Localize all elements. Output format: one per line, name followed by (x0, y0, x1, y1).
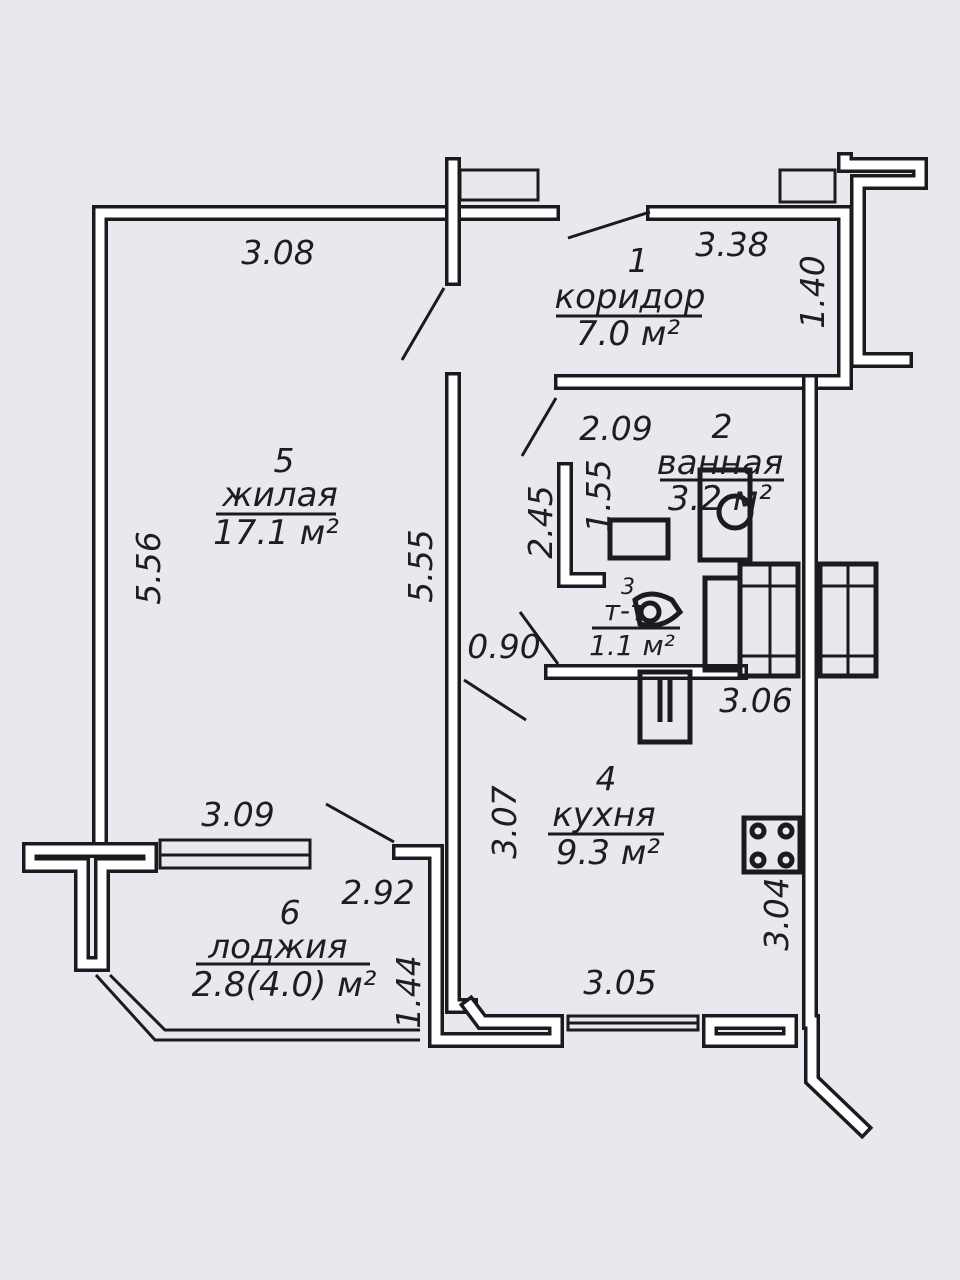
dim-living-bottom: 3.09 (201, 795, 274, 834)
room-area: 7.0 м² (576, 314, 681, 354)
room-bathroom: 2 ванная 3.2 м² (657, 407, 784, 519)
dim-bath-left: 2.45 (521, 485, 560, 558)
room-number: 5 (274, 441, 295, 480)
dimension-labels: 3.08 5.56 5.55 3.09 3.38 1.40 2.09 2.45 … (129, 225, 832, 1029)
room-number: 1 (628, 241, 649, 280)
room-name: жилая (221, 475, 338, 515)
dim-living-left: 5.56 (129, 531, 168, 604)
dim-bath-top: 2.09 (579, 409, 652, 448)
room-toilet: 3 т-т 1.1 м² (589, 575, 680, 662)
room-name: коридор (555, 277, 706, 317)
dim-kitchen-bottom: 3.05 (583, 963, 656, 1002)
room-number: 4 (596, 759, 617, 798)
windows (94, 168, 837, 1042)
room-loggia: 6 лоджия 2.8(4.0) м² (192, 893, 377, 1005)
dim-corridor-right: 1.40 (793, 255, 832, 328)
room-name: т-т (604, 594, 647, 627)
room-area: 3.2 м² (668, 479, 773, 519)
room-area: 9.3 м² (556, 833, 661, 873)
room-area: 17.1 м² (213, 513, 339, 553)
room-living: 5 жилая 17.1 м² (213, 441, 339, 553)
walls (22, 152, 928, 1140)
room-name: лоджия (207, 927, 347, 967)
dim-loggia-top: 2.92 (341, 873, 414, 912)
room-name: ванная (657, 443, 784, 483)
dim-living-top: 3.08 (241, 233, 314, 272)
dim-loggia-side: 1.44 (389, 955, 428, 1028)
room-number: 3 (621, 575, 635, 600)
door-lines (325, 210, 651, 844)
dim-corridor-top: 3.38 (695, 225, 768, 264)
dim-toilet-door: 0.90 (467, 627, 540, 666)
room-kitchen: 4 кухня 9.3 м² (548, 759, 664, 873)
dim-kitchen-right: 3.04 (757, 877, 796, 950)
dim-living-right: 5.55 (401, 529, 440, 602)
room-area: 2.8(4.0) м² (192, 965, 377, 1005)
room-number: 2 (712, 407, 733, 446)
dim-kitchen-left: 3.07 (485, 785, 524, 858)
room-number: 6 (280, 893, 301, 932)
room-corridor: 1 коридор 7.0 м² (555, 241, 706, 354)
dim-bath-inner: 1.55 (579, 459, 618, 532)
dim-kitchen-top: 3.06 (719, 681, 792, 720)
room-area: 1.1 м² (589, 629, 675, 662)
fixtures (607, 467, 879, 875)
room-name: кухня (552, 795, 655, 835)
